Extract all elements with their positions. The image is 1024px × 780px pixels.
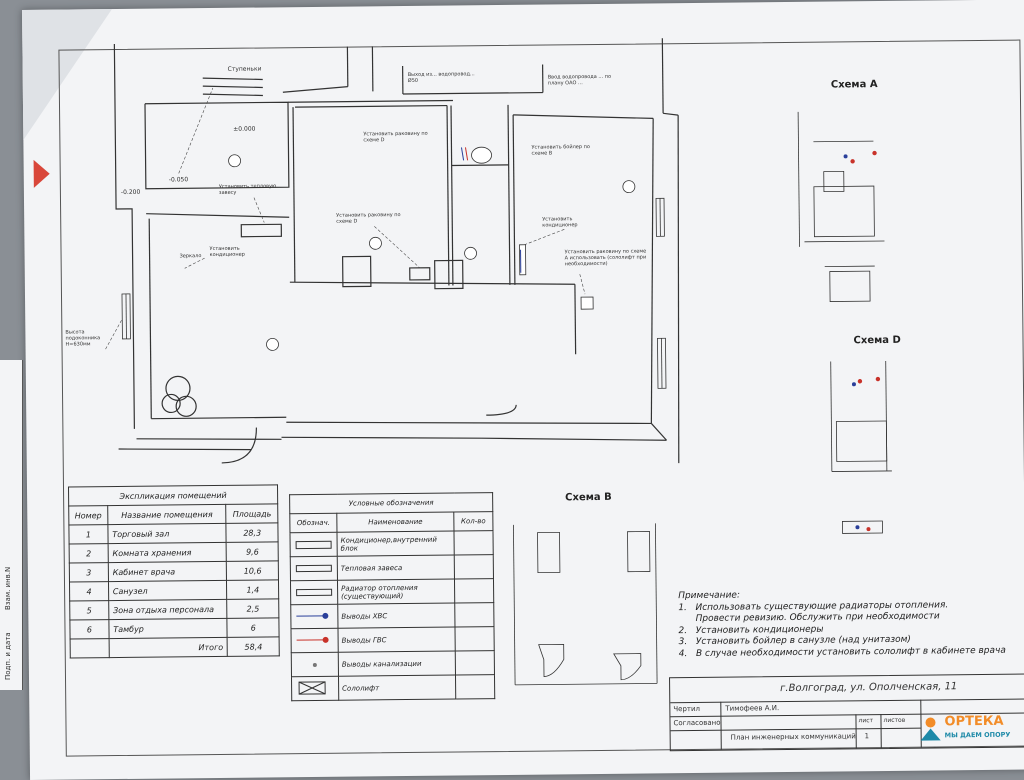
sink-d-note-mid: Установить раковину по схеме D — [336, 212, 406, 225]
legend-item-name: Сололифт — [338, 675, 455, 700]
legend-header-name: Наименование — [337, 512, 454, 532]
notes-block: Примечание: 1. Использовать существующие… — [678, 588, 1006, 660]
address-text: г.Волгоград, ул. Ополченская, 11 — [780, 681, 957, 694]
approved-label: Согласовано — [673, 719, 720, 727]
table-row: Радиатор отопления (существующий) — [290, 579, 493, 605]
table-row: 6 Тамбур 6 — [70, 618, 279, 639]
level-mark-3: -0.200 — [121, 189, 140, 196]
legend-table: Условные обозначения Обознач. Наименован… — [289, 492, 495, 701]
table-row: 5 Зона отдыха персонала 2,5 — [70, 599, 279, 620]
room-name: Санузел — [108, 580, 227, 600]
legend-item-name: Выводы ГВС — [338, 627, 455, 652]
side-stamp-strip: Взам. инв.N Подп. и дата — [0, 360, 23, 690]
document-title: План инженерных коммуникаций — [731, 732, 856, 741]
hot-water-symbol-icon — [291, 628, 338, 652]
room-num: 5 — [70, 601, 109, 620]
sink-d-note-top: Установить раковину по схеме D — [363, 131, 433, 144]
sololift-symbol-icon — [291, 676, 338, 700]
table-row-total: Итого 58,4 — [70, 637, 279, 658]
canal-top-note: Выход из... водопровод... Ø50 — [408, 71, 478, 84]
room-name: Зона отдыха персонала — [108, 599, 227, 619]
conditioner-note-1: Установить кондиционер — [209, 246, 259, 259]
room-area: 10,6 — [227, 561, 279, 581]
explication-title: Экспликация помещений — [68, 485, 277, 506]
orteka-logo-icon — [918, 714, 942, 742]
expl-header-area: Площадь — [226, 504, 278, 524]
drawn-label: Чертил — [673, 705, 700, 713]
stairs-label: Ступеньки — [228, 65, 262, 72]
drawing-sheet: Ступеньки ±0.000 -0.050 -0.200 Установит… — [22, 0, 1024, 780]
room-area: 6 — [227, 618, 279, 638]
legend-item-name: Выводы канализации — [338, 651, 455, 676]
room-num: 2 — [69, 544, 108, 563]
legend-title: Условные обозначения — [290, 493, 493, 514]
legend-header-qty: Кол-во — [454, 512, 493, 531]
heat-curtain-symbol-icon — [290, 556, 337, 580]
legend-header-symbol: Обознач. — [290, 513, 337, 532]
expl-header-name: Название помещения — [107, 504, 226, 524]
room-name: Тамбур — [109, 618, 228, 638]
table-row: Выводы канализации — [291, 651, 494, 677]
mirror-label: Зеркало — [180, 253, 202, 259]
room-area: 1,4 — [227, 580, 279, 600]
table-row: Тепловая завеса — [290, 555, 493, 581]
scheme-b-title: Схема В — [565, 492, 612, 503]
level-mark-1: ±0.000 — [233, 126, 255, 133]
legend-item-name: Радиатор отопления (существующий) — [337, 579, 454, 604]
conditioner-symbol-icon — [290, 532, 337, 556]
side-text-2: Подп. и дата — [4, 632, 12, 680]
logo-name: ОРТЕКА — [944, 714, 1003, 730]
total-label: Итого — [109, 637, 228, 657]
sheet-value: 1 — [865, 732, 870, 740]
table-row: 1 Торговый зал 28,3 — [69, 523, 278, 544]
level-mark-2: -0.050 — [169, 176, 188, 183]
expl-header-num: Номер — [69, 506, 108, 525]
window-height-note: Высота подоконника H=630мм — [65, 329, 120, 348]
scheme-d-title: Схема D — [853, 335, 900, 346]
radiator-symbol-icon — [290, 580, 337, 604]
table-row: Сололифт — [291, 675, 494, 701]
room-name: Кабинет врача — [108, 561, 227, 581]
sheets-label: листов — [883, 717, 905, 724]
room-area: 28,3 — [226, 523, 278, 543]
room-name: Торговый зал — [108, 523, 227, 543]
table-row: Выводы ХВС — [291, 603, 494, 629]
logo-slogan: МЫ ДАЕМ ОПОРУ — [945, 731, 1011, 740]
table-row: 3 Кабинет врача 10,6 — [69, 561, 278, 582]
table-row: 2 Комната хранения 9,6 — [69, 542, 278, 563]
cold-water-symbol-icon — [291, 604, 338, 628]
side-text-1: Взам. инв.N — [4, 567, 12, 610]
table-row: Кондиционер,внутренний блок — [290, 531, 493, 557]
boiler-note: Установить бойлер по схеме В — [531, 144, 601, 157]
room-num: 1 — [69, 525, 108, 544]
scheme-a-title: Схема А — [831, 79, 878, 90]
legend-item-name: Выводы ХВС — [338, 603, 455, 628]
room-num: 4 — [69, 582, 108, 601]
table-row: 4 Санузел 1,4 — [69, 580, 278, 601]
legend-item-name: Тепловая завеса — [337, 555, 454, 580]
room-num: 3 — [69, 563, 108, 582]
total-value: 58,4 — [228, 637, 280, 657]
heat-curtain-note: Установить тепловую завесу — [219, 183, 279, 196]
table-row: Выводы ГВС — [291, 627, 494, 653]
room-area: 9,6 — [227, 542, 279, 562]
drawn-name: Тимофеев А.И. — [725, 704, 779, 713]
sink-a-note: Установить раковину по схеме А использов… — [565, 248, 650, 267]
room-area: 2,5 — [227, 599, 279, 619]
sheet-label: лист — [858, 717, 873, 724]
orteka-logo: ОРТЕКА МЫ ДАЕМ ОПОРУ — [918, 712, 1022, 745]
explication-table: Экспликация помещений Номер Название пом… — [68, 484, 280, 658]
canal-right-note: Ввод водопровода ... по плану ОАО ... — [548, 74, 628, 87]
legend-item-name: Кондиционер,внутренний блок — [337, 531, 454, 556]
room-name: Комната хранения — [108, 542, 227, 562]
conditioner-note-2: Установить кондиционер — [542, 216, 587, 228]
sewage-symbol-icon — [291, 652, 338, 676]
room-num: 6 — [70, 620, 109, 639]
